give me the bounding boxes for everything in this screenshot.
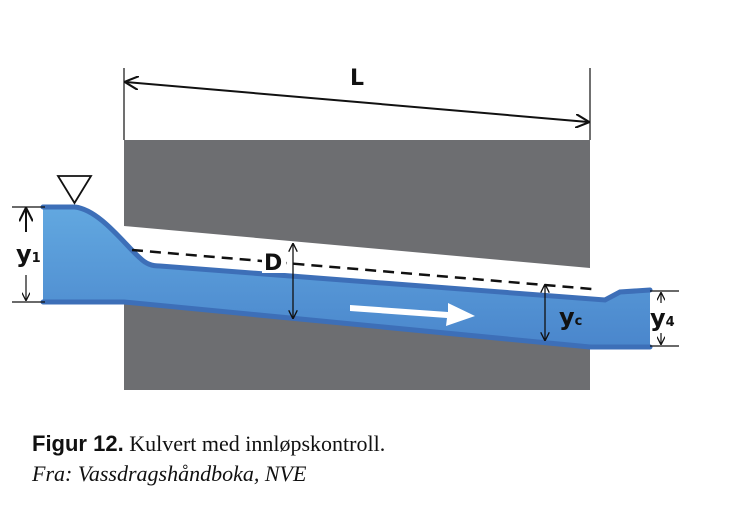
y1-label: y1 [16, 240, 41, 268]
water-bottom [40, 299, 653, 350]
flow-arrow-icon [350, 303, 475, 326]
crown-dashed-line [131, 248, 593, 291]
culvert-top-wall [124, 140, 590, 268]
diameter-label: D [264, 251, 282, 276]
length-dimension-arrow [126, 82, 588, 122]
culvert-bottom-wall [124, 302, 590, 390]
water-level-triangle-icon [56, 175, 93, 205]
figure-title: Kulvert med innløpskontroll. [129, 431, 386, 456]
figure-caption: Figur 12. Kulvert med innløpskontroll. [32, 431, 385, 457]
figure-source: Fra: Vassdragshåndboka, NVE [32, 461, 307, 486]
diameter-label-background [262, 249, 286, 273]
water-body [43, 207, 650, 347]
figure-label: Figur 12. [32, 431, 124, 456]
y4-label: y4 [650, 304, 675, 332]
water-surface [40, 204, 653, 303]
yc-label: yc [559, 303, 582, 331]
length-label: L [350, 66, 364, 91]
